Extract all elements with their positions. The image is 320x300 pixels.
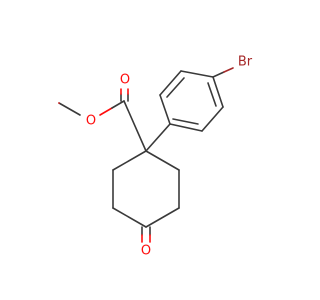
- bond-ether-oxygen-carbonyl-red: [99, 107, 113, 116]
- bond-benzene-6: [169, 123, 203, 132]
- bond-quaternary-aryl: [145, 123, 171, 152]
- ketone-oxygen-label: O: [141, 244, 151, 259]
- ester-carbonyl-oxygen-label: O: [120, 73, 130, 88]
- bond-benzene-3: [180, 70, 214, 78]
- bond-ring-1: [112, 150, 147, 171]
- bond-benzene-5: [201, 106, 224, 132]
- structure-canvas: Br O O O: [58, 54, 253, 259]
- bond-benzene-4: [212, 76, 224, 108]
- bond-benzene-inner-1: [166, 77, 185, 98]
- bond-ether-oxygen-carbonyl: [111, 100, 125, 109]
- bromine-label: Br: [238, 55, 253, 70]
- molecule-structure: Br O O O: [58, 55, 253, 259]
- bond-aryl-bromine-a: [212, 71, 225, 78]
- bond-ring-4: [145, 207, 180, 228]
- bond-benzene-1: [159, 94, 171, 125]
- bond-benzene-inner-3: [172, 118, 199, 125]
- bond-benzene-2: [159, 70, 182, 96]
- bond-methyl-oxygen: [58, 102, 81, 116]
- bond-aryl-bromine-b: [223, 67, 234, 73]
- bond-carbonyl-quaternary: [123, 100, 147, 152]
- bond-benzene-inner-2: [207, 82, 217, 107]
- bond-ring-3: [112, 207, 147, 228]
- bond-ring-6: [145, 150, 180, 171]
- ester-ether-oxygen-label: O: [86, 114, 96, 129]
